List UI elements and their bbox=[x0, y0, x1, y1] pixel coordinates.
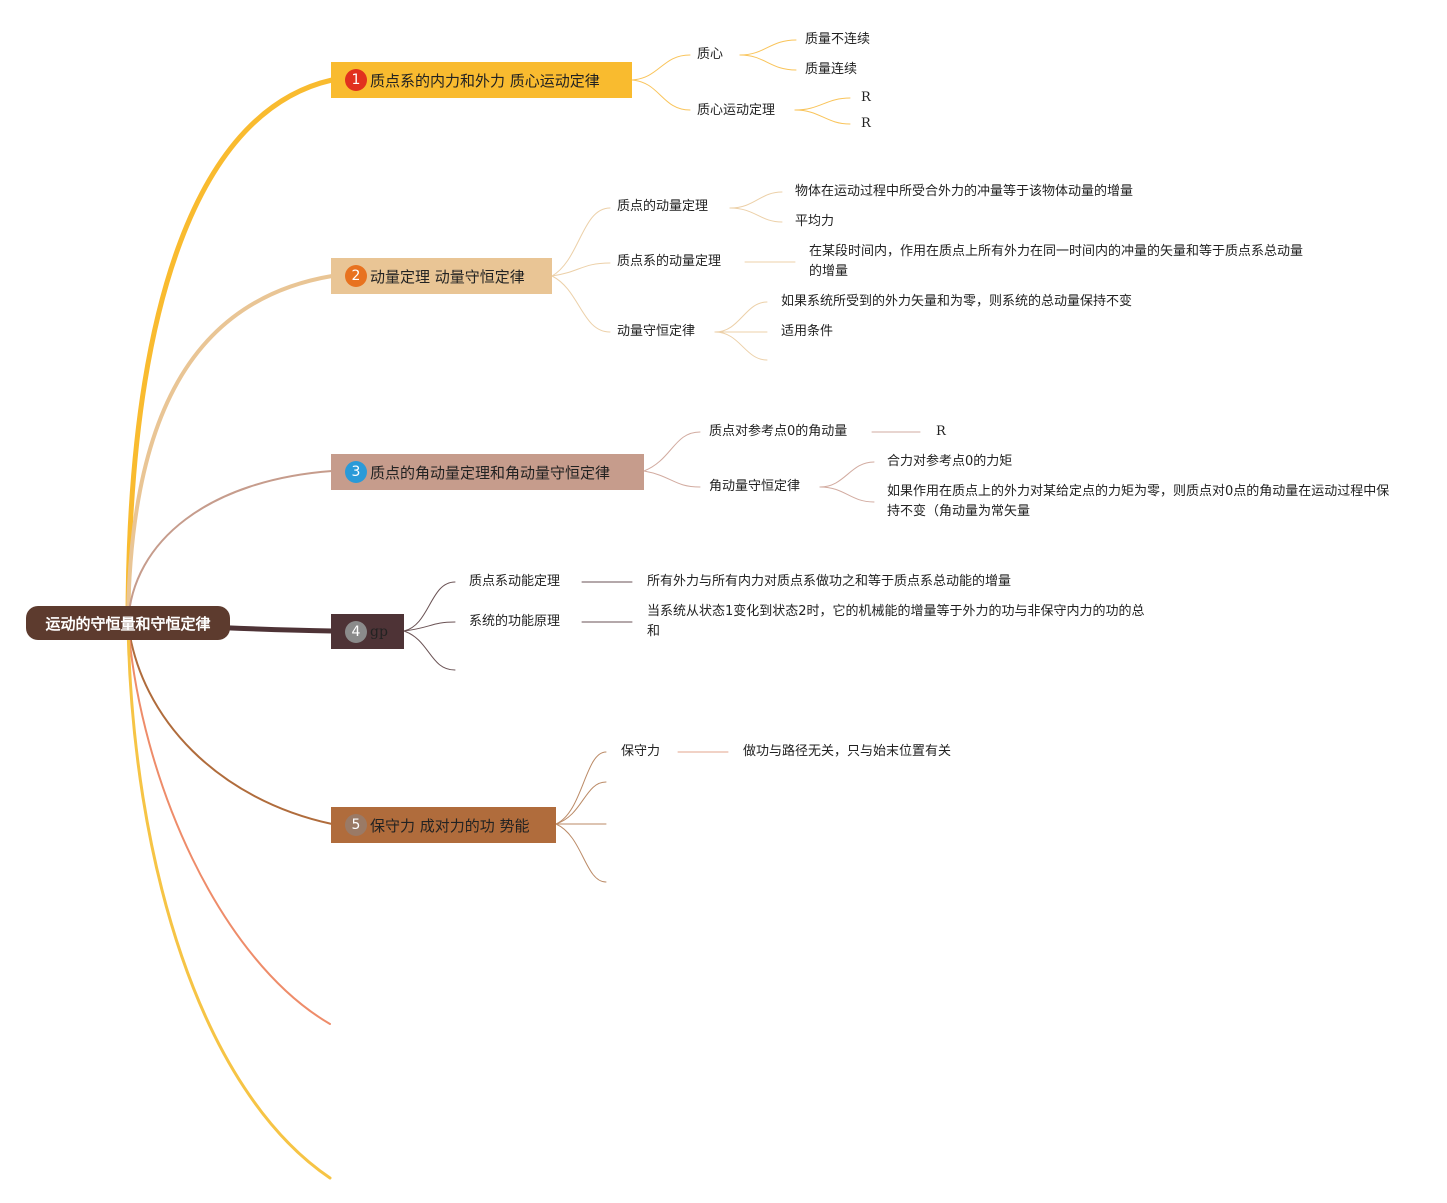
b2-sub-2[interactable]: 质点系的动量定理 bbox=[617, 254, 722, 269]
b4-sub-1[interactable]: 质点系动能定理 bbox=[469, 574, 561, 589]
b3-sub-2[interactable]: 角动量守恒定律 bbox=[709, 479, 801, 494]
branch-4-label: gp bbox=[370, 623, 388, 640]
branch-4-topic[interactable]: 4 gp bbox=[331, 614, 404, 649]
root-topic[interactable]: 运动的守恒量和守恒定律 bbox=[26, 606, 230, 640]
b1-sub-1-leaf-2[interactable]: 质量连续 bbox=[805, 62, 858, 77]
b4-sub-2-leaf-1[interactable]: 当系统从状态1变化到状态2时，它的机械能的增量等于外力的功与非保守内力的功的总和 bbox=[647, 604, 1145, 639]
b2-sub-3[interactable]: 动量守恒定律 bbox=[617, 324, 696, 339]
b1-sub-2[interactable]: 质心运动定理 bbox=[697, 103, 776, 118]
b3-sub-1-leaf-1[interactable]: R bbox=[936, 424, 946, 439]
b5-sub-1[interactable]: 保守力 bbox=[621, 744, 661, 759]
b2-sub-1[interactable]: 质点的动量定理 bbox=[617, 199, 709, 214]
b1-sub-1-leaf-1[interactable]: 质量不连续 bbox=[805, 32, 871, 47]
branch-3-number-badge: 3 bbox=[345, 461, 367, 483]
b3-sub-2-leaf-2[interactable]: 如果作用在质点上的外力对某给定点的力矩为零，则质点对0点的角动量在运动过程中保持… bbox=[887, 484, 1390, 519]
branch-3-topic[interactable]: 3 质点的角动量定理和角动量守恒定律 bbox=[331, 454, 644, 490]
b2-sub-3-leaf-2[interactable]: 适用条件 bbox=[781, 324, 834, 339]
branch-5-number-badge: 5 bbox=[345, 814, 367, 836]
branch-1-label: 质点系的内力和外力 质心运动定律 bbox=[370, 71, 600, 90]
b2-sub-2-leaf-1[interactable]: 在某段时间内，作用在质点上所有外力在同一时间内的冲量的矢量和等于质点系总动量的增… bbox=[809, 244, 1304, 279]
b2-sub-3-leaf-1[interactable]: 如果系统所受到的外力矢量和为零，则系统的总动量保持不变 bbox=[781, 294, 1133, 309]
branch-1-topic[interactable]: 1 质点系的内力和外力 质心运动定律 bbox=[331, 62, 632, 98]
branch-3-label: 质点的角动量定理和角动量守恒定律 bbox=[370, 463, 611, 482]
b1-sub-2-leaf-1[interactable]: R bbox=[861, 90, 871, 105]
branch-5-topic[interactable]: 5 保守力 成对力的功 势能 bbox=[331, 807, 556, 843]
b2-sub-1-leaf-2[interactable]: 平均力 bbox=[795, 214, 835, 229]
branch-1-number-badge: 1 bbox=[345, 69, 367, 91]
branch-2-number-badge: 2 bbox=[345, 265, 367, 287]
b3-sub-1[interactable]: 质点对参考点0的角动量 bbox=[709, 424, 848, 439]
b1-sub-2-leaf-2[interactable]: R bbox=[861, 116, 871, 131]
b2-sub-1-leaf-1[interactable]: 物体在运动过程中所受合外力的冲量等于该物体动量的增量 bbox=[795, 184, 1134, 199]
branch-2-label: 动量定理 动量守恒定律 bbox=[370, 267, 525, 286]
branch-2-topic[interactable]: 2 动量定理 动量守恒定律 bbox=[331, 258, 552, 294]
b3-sub-2-leaf-1[interactable]: 合力对参考点0的力矩 bbox=[887, 454, 1013, 469]
b4-sub-2[interactable]: 系统的功能原理 bbox=[469, 614, 561, 629]
b4-sub-1-leaf-1[interactable]: 所有外力与所有内力对质点系做功之和等于质点系总动能的增量 bbox=[647, 574, 1012, 589]
branch-5-label: 保守力 成对力的功 势能 bbox=[370, 816, 530, 835]
b5-sub-1-leaf-1[interactable]: 做功与路径无关，只与始末位置有关 bbox=[743, 744, 952, 759]
branch-4-number-badge: 4 bbox=[345, 620, 367, 643]
b1-sub-1[interactable]: 质心 bbox=[697, 47, 724, 62]
